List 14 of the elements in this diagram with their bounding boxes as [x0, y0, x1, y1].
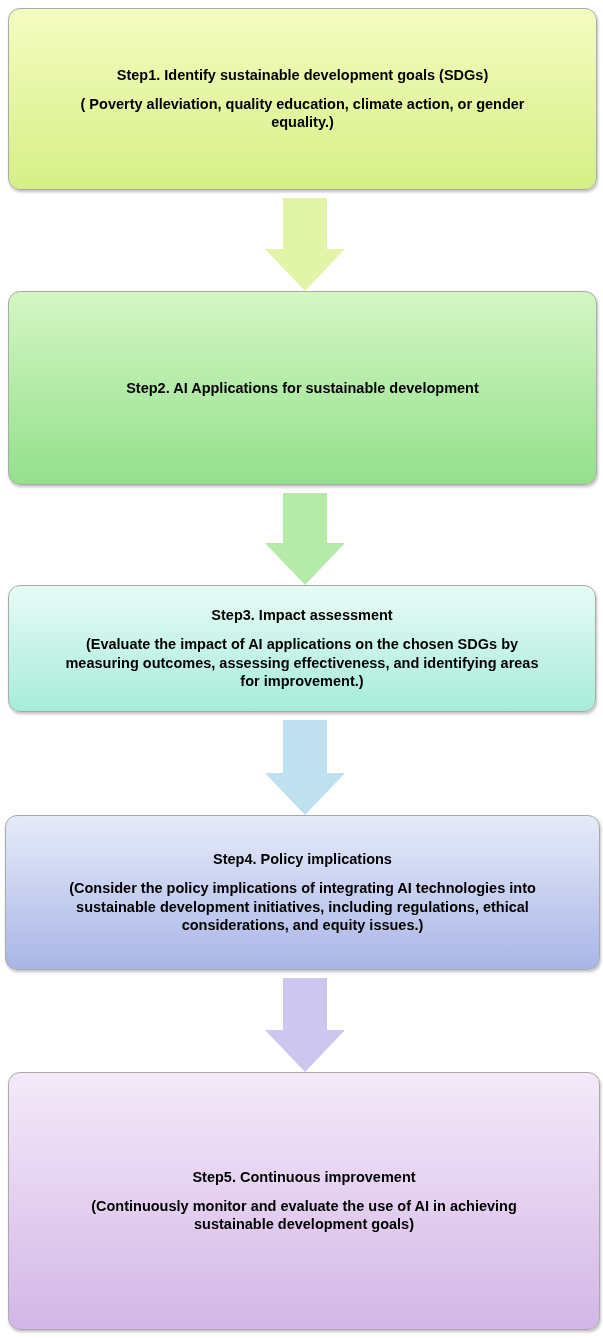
process-box: [8, 585, 596, 712]
process-box: [8, 8, 597, 190]
step-description: ( Poverty alleviation, quality education, climate action, or gender equality.): [79, 94, 526, 133]
step-description: (Consider the policy implications of integrating AI technologies into sustainable development initiatives, including regulations, ethical considerations, and equity issues.): [68, 878, 537, 936]
step-heading: Step1. Identify sustainable development goals (SDGs): [116, 65, 489, 85]
step-heading: Step3. Impact assessment: [211, 605, 393, 625]
step-description: (Evaluate the impact of AI applications on the chosen SDGs by measuring outcomes, assessing effectiveness, and identifying areas for improvement.): [64, 634, 540, 692]
process-box: [8, 1072, 600, 1330]
step-heading: Step5. Continuous improvement: [192, 1167, 416, 1187]
step-heading: Step2. AI Applications for sustainable development: [126, 378, 479, 398]
process-box: [5, 815, 600, 970]
step-heading: Step4. Policy implications: [213, 849, 392, 869]
step-description: (Continuously monitor and evaluate the use of AI in achieving sustainable development goals): [90, 1196, 518, 1235]
process-box: [8, 291, 597, 485]
